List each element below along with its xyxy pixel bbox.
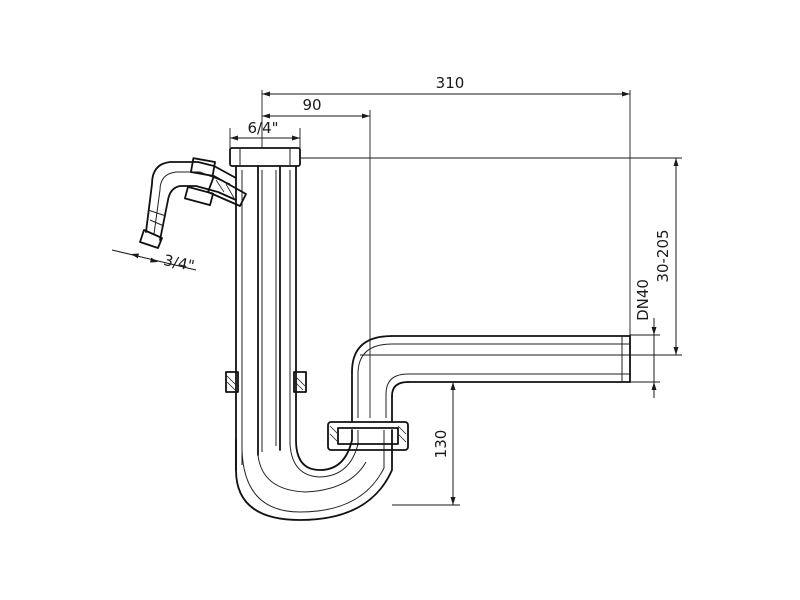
dim-310-label: 310 [436,74,465,92]
left-coupling-nut [225,371,307,393]
inlet-dip-tube [257,165,281,456]
right-coupling-nut [327,421,409,451]
trap-bend [235,379,393,521]
dimension-90: 90 [262,96,371,418]
dimension-310: 310 [261,74,631,340]
inlet-outer-tube [235,165,297,471]
hose-connector [139,157,247,249]
inlet-nut [229,147,301,167]
dim-30-205-label: 30-205 [654,229,672,282]
dim-130-label: 130 [432,430,450,459]
dim-3-4-label: 3/4" [162,251,196,275]
dimension-6-4-inch: 6/4" [229,119,301,152]
dimension-30-205: 30-205 [300,157,682,356]
outlet-riser [351,335,409,423]
dimension-dn40: DN40 [630,279,660,398]
dim-dn40-label: DN40 [634,279,652,321]
dim-90-label: 90 [302,96,321,114]
dimension-130: 130 [392,382,460,506]
dim-6-4-label: 6/4" [247,119,278,137]
outlet-pipe [360,335,631,383]
dimension-3-4-inch: 3/4" [111,249,197,275]
